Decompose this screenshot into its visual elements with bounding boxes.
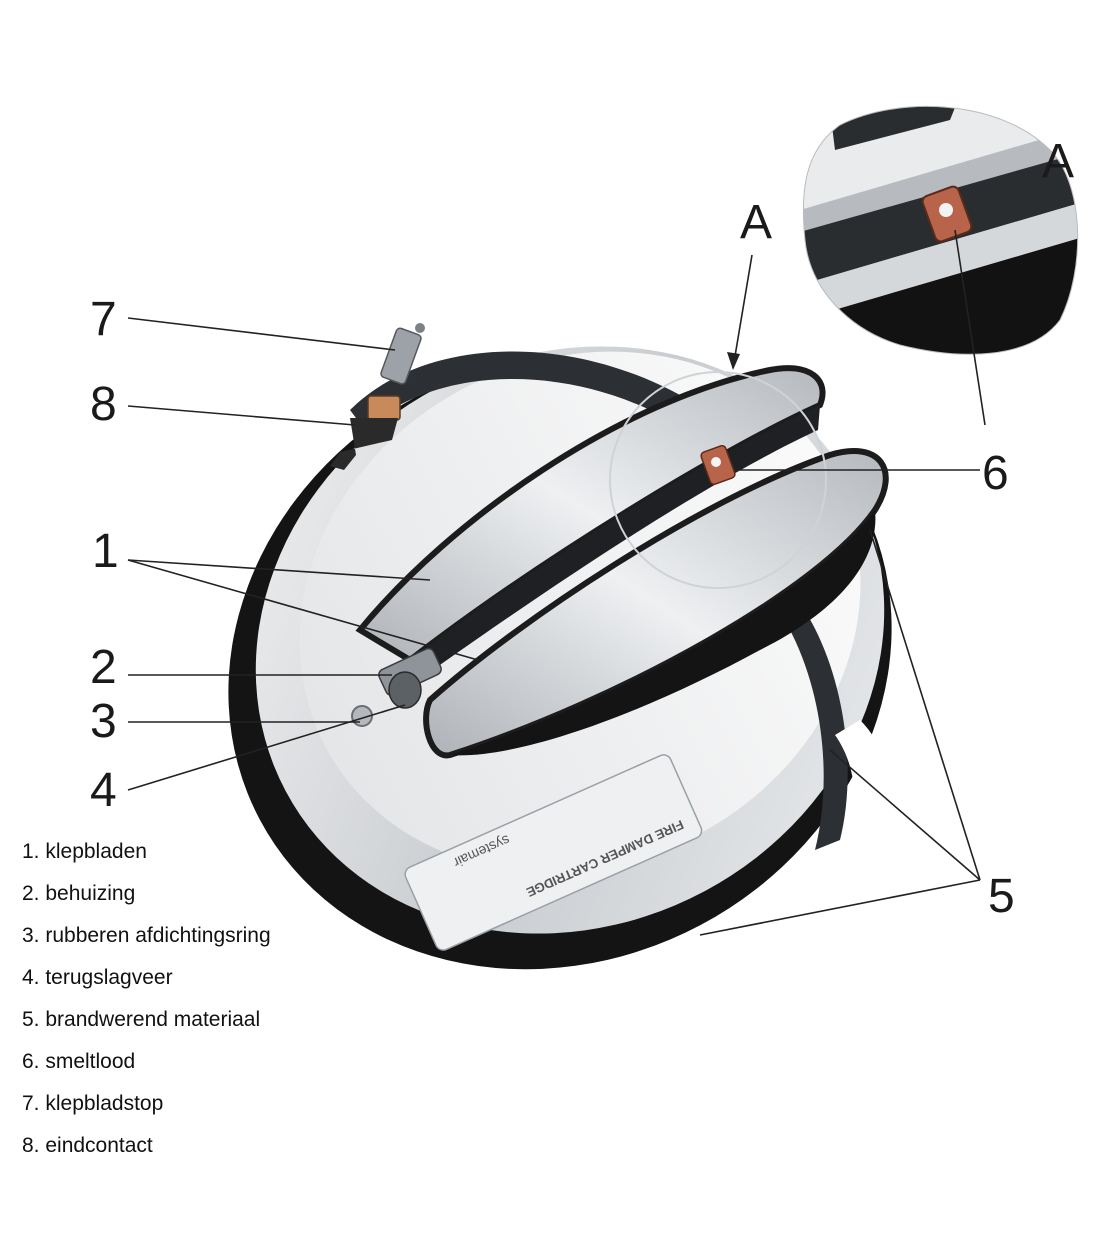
legend-item-8: 8. eindcontact [22,1134,153,1157]
legend-item-2: 2. behuizing [22,882,136,905]
callout-a-main: A [740,196,772,249]
blade-stop [380,323,425,385]
fusible-link-detail [921,185,973,243]
detail-a-magnifier [609,371,827,589]
callout-7: 7 [90,293,117,346]
fusible-link [700,444,736,486]
detail-view-a [802,106,1079,355]
legend-item-3: 3. rubberen afdichtingsring [22,924,271,947]
legend-item-7: 7. klepbladstop [22,1092,164,1115]
blade-lower-underside [450,510,876,756]
callout-1: 1 [92,525,119,578]
intumescent-strip-right [775,590,848,850]
callout-6: 6 [982,447,1009,500]
legend-item-1: 1. klepbladen [22,840,147,863]
return-spring [378,647,442,709]
end-contact [330,395,401,470]
callout-5: 5 [988,870,1015,923]
intumescent-strip-top [350,351,680,430]
callout-8: 8 [90,378,117,431]
housing-opening [835,720,892,880]
callout-4: 4 [90,764,117,817]
damper-assembly: FIRE DAMPER CARTRIDGE systemair [228,323,892,970]
leader-lines [127,229,986,936]
legend: 1. klepbladen 2. behuizing 3. rubberen a… [22,836,271,1172]
legend-item-6: 6. smeltlood [22,1050,136,1073]
legend-item-4: 4. terugslagveer [22,966,173,989]
housing-rivet [351,705,373,727]
callouts: 7 8 1 2 3 4 5 6 A A [90,135,1074,923]
callout-2: 2 [90,641,117,694]
legend-item-5: 5. brandwerend materiaal [22,1008,261,1031]
callout-3: 3 [90,695,117,748]
callout-a-detail: A [1042,135,1074,188]
